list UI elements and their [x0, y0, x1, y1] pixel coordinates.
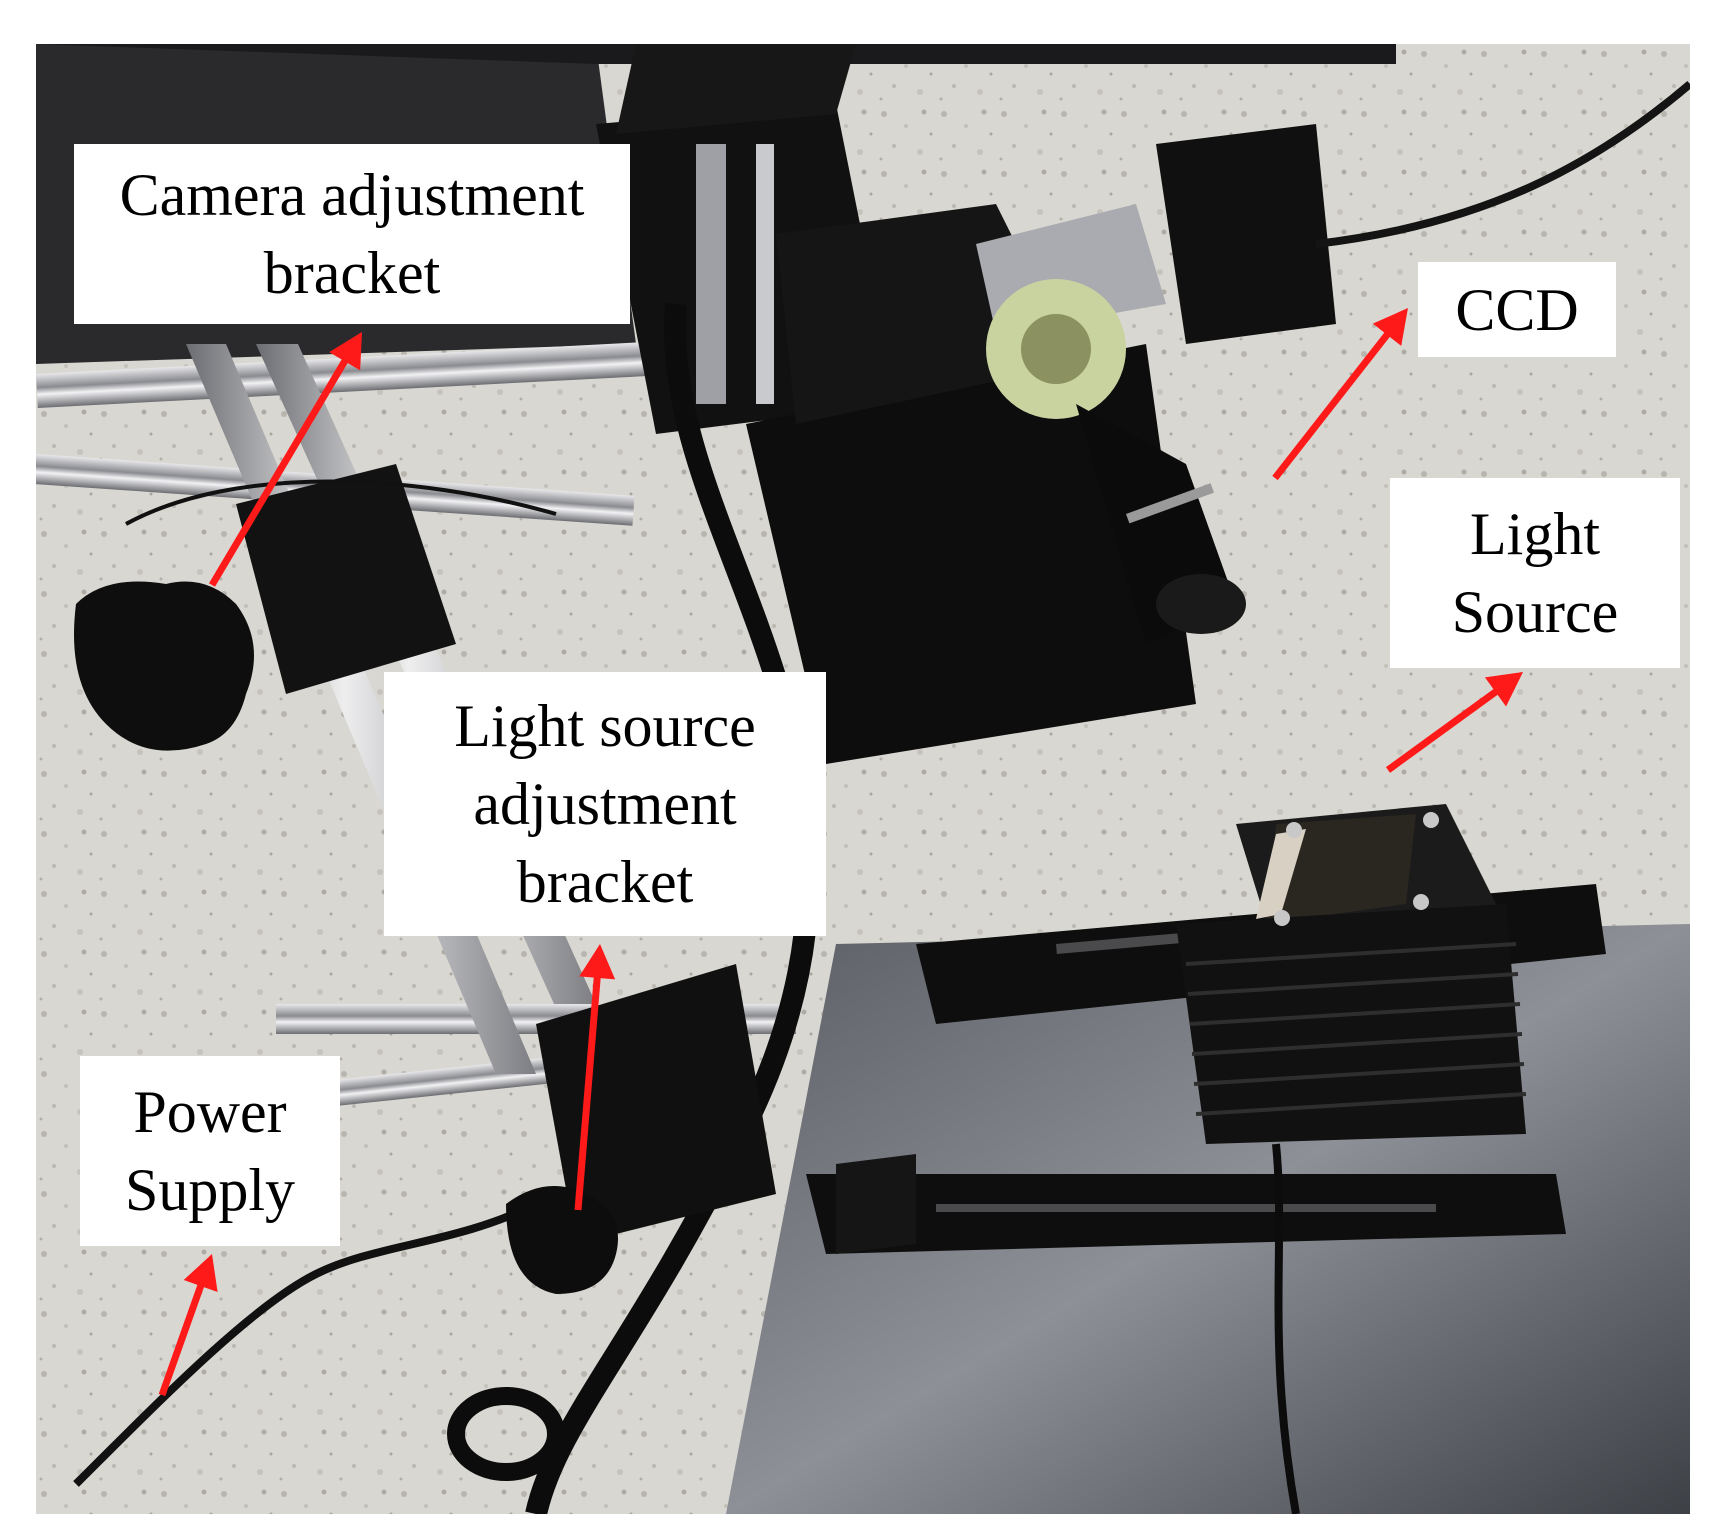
label-power-supply-line-2: Supply [124, 1157, 296, 1223]
label-light-source-line-1: Light [1470, 501, 1600, 567]
label-light-source-adjustment-bracket-line-2: adjustment [473, 771, 737, 837]
label-light-source-adjustment-bracket-line-1: Light source [454, 693, 756, 759]
label-power-supply-line-1: Power [133, 1079, 287, 1145]
label-camera-adjustment-bracket-line-1: Camera adjustment [119, 162, 585, 228]
label-camera-adjustment-bracket: Camera adjustment bracket [74, 144, 630, 324]
label-light-source: Light Source [1390, 478, 1680, 668]
label-light-source-adjustment-bracket-line-3: bracket [516, 849, 694, 915]
label-power-supply: Power Supply [80, 1056, 340, 1246]
label-light-source-line-2: Source [1451, 579, 1619, 645]
label-ccd-line-1: CCD [1455, 276, 1579, 343]
label-ccd: CCD [1418, 262, 1616, 357]
label-light-source-adjustment-bracket: Light source adjustment bracket [384, 672, 826, 936]
label-camera-adjustment-bracket-line-2: bracket [263, 240, 441, 306]
photo-setup [36, 44, 1690, 1514]
